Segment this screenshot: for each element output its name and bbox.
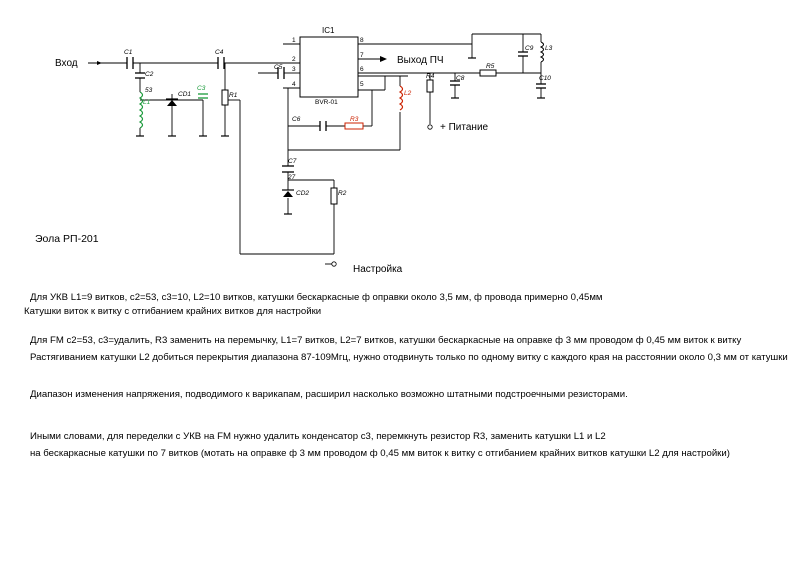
label-r1: R1 [229, 92, 238, 99]
pin-5: 5 [360, 81, 364, 88]
cd2-varicap [282, 189, 294, 197]
ic-body [299, 36, 359, 98]
label-l2: L2 [404, 90, 412, 97]
note-summary-2: на бескаркасные катушки по 7 витков (мот… [30, 448, 730, 459]
label-r2: R2 [338, 190, 347, 197]
output-arrow-icon [380, 56, 387, 62]
power-terminal [427, 124, 433, 130]
r3-resistor [344, 122, 364, 130]
label-cd1: CD1 [178, 91, 191, 98]
label-c8: C8 [456, 75, 465, 82]
capacitors [126, 51, 546, 173]
pin-3: 3 [292, 66, 296, 73]
pin-6: 6 [360, 66, 364, 73]
resistors [221, 69, 497, 205]
label-l3: L3 [545, 45, 553, 52]
pin-4: 4 [292, 81, 296, 88]
pin-1: 1 [292, 37, 296, 44]
tuning-terminal [331, 261, 337, 267]
power-label: + Питание [440, 122, 489, 133]
tuning-label: Настройка [353, 264, 403, 275]
note-summary-1: Иными словами, для переделки с УКВ на FM… [30, 431, 606, 442]
pin-8: 8 [360, 37, 364, 44]
input-label: Вход [55, 58, 78, 69]
label-c2-value: 53 [145, 87, 153, 94]
note-fm-tuning: Растягиванием катушки L2 добиться перекр… [30, 352, 788, 363]
l1-coil [138, 91, 144, 129]
l2-coil [398, 85, 404, 111]
note-vhf-coils: Катушки виток к витку с отгибанием крайн… [24, 306, 322, 317]
label-c5: C5 [274, 64, 283, 71]
label-c9: C9 [525, 45, 534, 52]
note-fm-parameters: Для FM c2=53, c3=удалить, R3 заменить на… [30, 335, 742, 346]
output-label: Выход ПЧ [397, 55, 444, 66]
wires [88, 33, 542, 265]
label-c4: C4 [215, 49, 224, 56]
note-voltage-range: Диапазон изменения напряжения, подводимо… [30, 389, 628, 400]
label-r5: R5 [486, 63, 495, 70]
c3-capacitor [198, 93, 208, 99]
label-c1: C1 [124, 49, 133, 56]
label-c7-value: 27 [287, 174, 296, 181]
label-c6: C6 [292, 116, 301, 123]
label-c3: C3 [197, 85, 206, 92]
label-c7: C7 [288, 158, 297, 165]
pin-7: 7 [360, 52, 364, 59]
l3-coil [539, 41, 544, 63]
label-cd2: CD2 [296, 190, 309, 197]
ground-symbols [136, 57, 545, 215]
note-vhf-parameters: Для УКВ L1=9 витков, c2=53, c3=10, L2=10… [30, 292, 603, 303]
label-r4: R4 [426, 73, 435, 80]
label-c2: C2 [145, 71, 154, 78]
label-c10: C10 [539, 75, 551, 82]
input-arrow-icon [97, 61, 102, 65]
ic-model: BVR-01 [315, 99, 338, 106]
label-l1: L1 [143, 99, 151, 106]
device-name: Эола РП-201 [35, 233, 99, 245]
label-r3: R3 [350, 116, 359, 123]
cd1-varicap [166, 98, 178, 106]
ic-name: IC1 [322, 26, 335, 35]
pin-2: 2 [292, 56, 296, 63]
